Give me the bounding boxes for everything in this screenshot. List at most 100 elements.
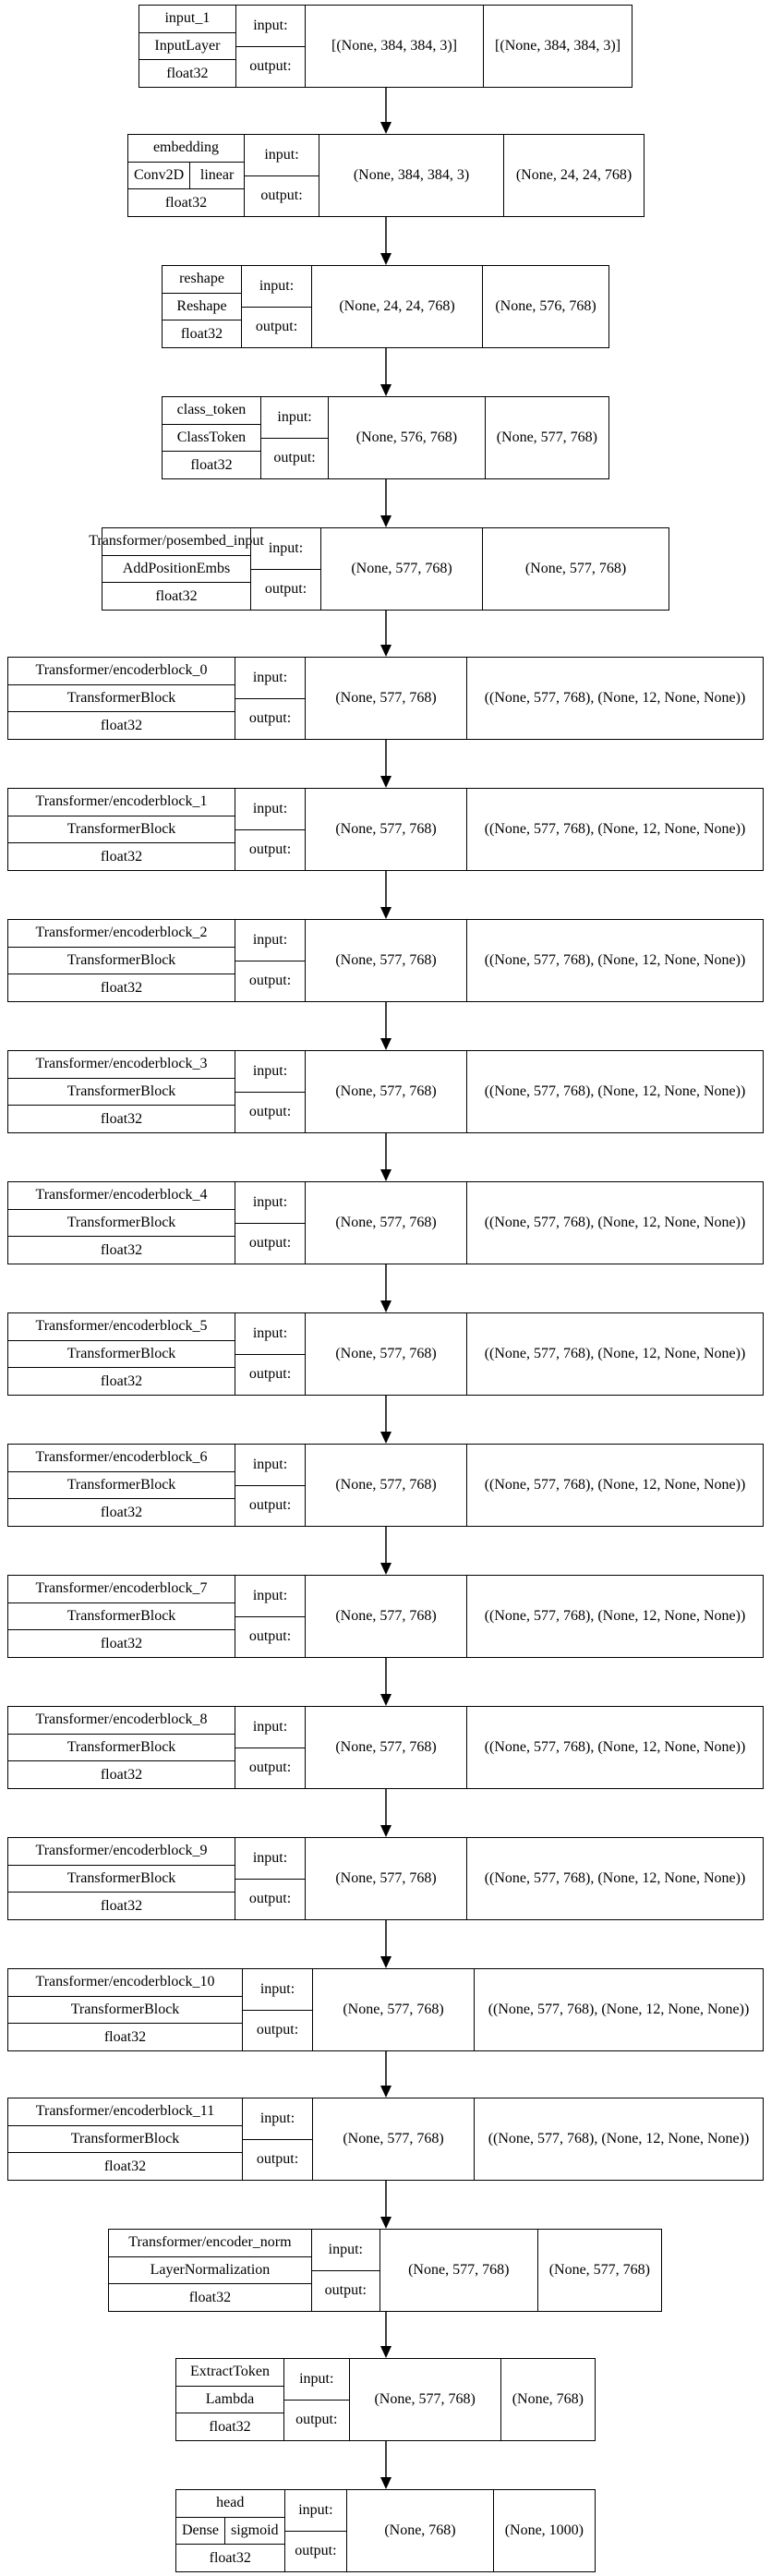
input-label: input:: [253, 17, 288, 33]
layer-class: TransformerBlock: [8, 683, 235, 712]
arrowhead: [380, 1432, 392, 1444]
layer-class: TransformerBlock: [8, 1470, 235, 1499]
output-label: output:: [251, 568, 320, 611]
layer-class: TransformerBlock: [8, 1208, 235, 1237]
arrowhead: [380, 1694, 392, 1706]
layer-name: Transformer/encoderblock_9: [35, 1843, 208, 1859]
input-shape: (None, 577, 768): [343, 2131, 444, 2147]
arrowhead: [380, 1956, 392, 1968]
output-label: output:: [245, 175, 319, 217]
output-shape: ((None, 577, 768), (None, 12, None, None…: [474, 1969, 763, 2050]
layer-dtype: float32: [176, 2544, 284, 2571]
layer-dtype: float32: [8, 1236, 235, 1264]
io-labels: input:output:: [235, 1182, 306, 1264]
layer-class: ClassToken: [163, 423, 260, 452]
arrowhead: [380, 776, 392, 788]
output-label: output:: [235, 1091, 305, 1133]
output-shape: ((None, 577, 768), (None, 12, None, None…: [466, 789, 763, 870]
io-labels: input: output:: [245, 135, 319, 216]
input-label: input:: [252, 800, 288, 816]
io-labels: input:output:: [260, 397, 330, 479]
arrowhead: [380, 122, 392, 134]
output-label: output:: [243, 2138, 312, 2181]
output-label: output:: [260, 437, 329, 479]
arrowhead: [380, 2346, 392, 2358]
arrowhead: [380, 2217, 392, 2229]
arrowhead: [380, 253, 392, 265]
layer-name: Transformer/encoderblock_2: [35, 925, 208, 941]
io-labels: input:output:: [235, 789, 306, 870]
output-shape: ((None, 577, 768), (None, 12, None, None…: [466, 1182, 763, 1264]
layer-dtype: float32: [163, 320, 241, 347]
layer-class: InputLayer: [139, 31, 235, 60]
input-shape: [(None, 384, 384, 3)]: [331, 38, 457, 54]
arrowhead: [380, 2477, 392, 2489]
output-shape: (None, 576, 768): [482, 266, 608, 347]
input-shape: (None, 768): [384, 2522, 456, 2538]
io-labels: input:output:: [235, 1051, 306, 1132]
arrowhead: [380, 1563, 392, 1575]
layer-name: head: [216, 2495, 245, 2511]
input-shape: (None, 577, 768): [335, 821, 437, 837]
layer-dtype: float32: [8, 1629, 235, 1657]
input-shape: (None, 577, 768): [335, 1215, 437, 1230]
output-shape: [(None, 384, 384, 3)]: [483, 6, 632, 87]
input-label: input:: [264, 146, 299, 163]
arrowhead: [380, 515, 392, 527]
output-shape: ((None, 577, 768), (None, 12, None, None…: [466, 1576, 763, 1657]
input-shape: (None, 577, 768): [335, 1870, 437, 1886]
layer-name: class_token: [176, 402, 247, 418]
layer-dtype: float32: [8, 2152, 242, 2180]
layer-dtype: float32: [163, 451, 260, 478]
input-shape: (None, 577, 768): [335, 1608, 437, 1624]
output-label: output:: [235, 45, 305, 88]
arrowhead: [380, 1038, 392, 1050]
io-labels: input:output:: [235, 1576, 306, 1657]
arrowhead: [380, 645, 392, 657]
output-shape: ((None, 577, 768), (None, 12, None, None…: [466, 920, 763, 1001]
layer-name: Transformer/encoderblock_1: [35, 793, 208, 810]
input-label: input:: [259, 1980, 295, 1997]
layer-name: Transformer/encoderblock_3: [35, 1056, 208, 1072]
layer-class: Lambda: [176, 2385, 283, 2413]
output-label: output:: [311, 2269, 379, 2312]
output-shape: (None, 577, 768): [536, 2230, 661, 2311]
layer-class: LayerNormalization: [109, 2256, 311, 2284]
io-labels: input:output:: [235, 1313, 306, 1395]
layer-name: Transformer/encoderblock_0: [35, 662, 208, 679]
layer-name: Transformer/encoderblock_7: [35, 1580, 208, 1597]
layer-class: TransformerBlock: [8, 1339, 235, 1368]
output-shape: ((None, 577, 768), (None, 12, None, None…: [466, 1313, 763, 1395]
layer-dtype: float32: [128, 188, 244, 216]
output-label: output:: [235, 1878, 305, 1920]
